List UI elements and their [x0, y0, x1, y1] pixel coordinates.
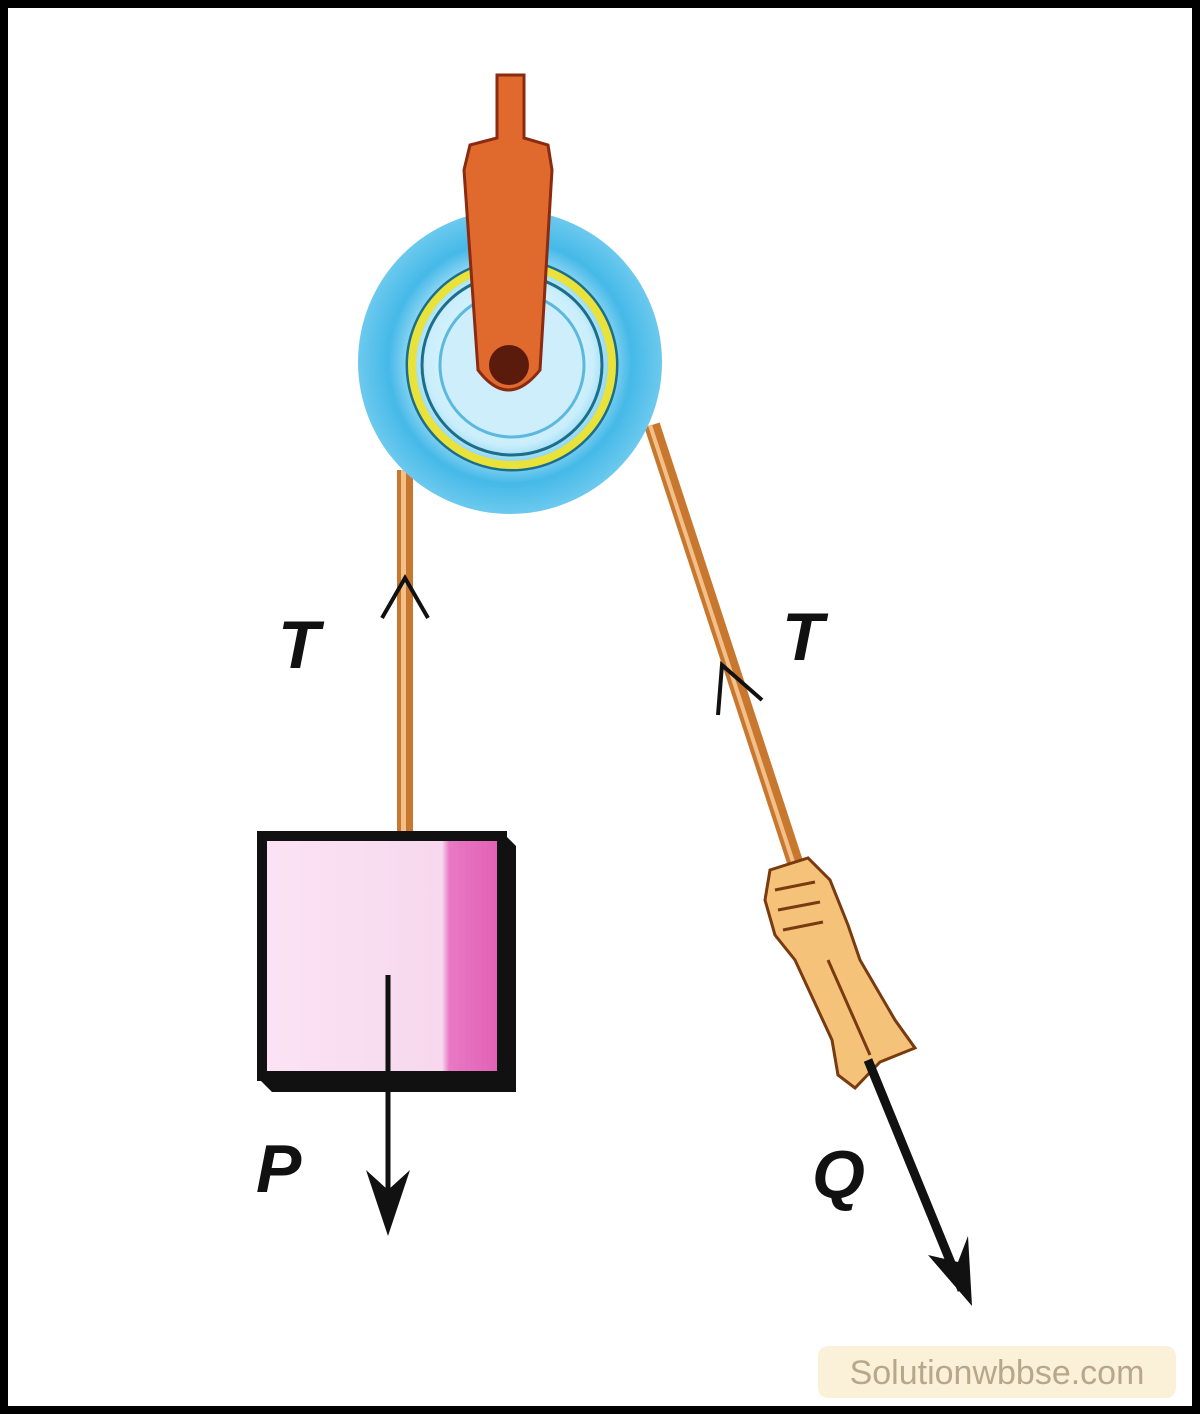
rope-right	[644, 422, 803, 865]
axle-icon	[489, 345, 529, 385]
tension-arrow-right	[716, 660, 764, 716]
label-load-p: P	[256, 1131, 302, 1207]
rope-left	[397, 470, 413, 835]
label-tension-left: T	[278, 607, 325, 683]
watermark-box	[818, 1346, 1176, 1398]
force-arrow-q	[863, 1058, 972, 1306]
label-effort-q: Q	[812, 1137, 865, 1213]
hand-pulling-rope	[763, 856, 918, 1091]
load-block	[257, 831, 516, 1092]
tension-arrow-left	[380, 573, 430, 619]
watermark-text: Solutionwbbse.com	[850, 1354, 1145, 1392]
label-tension-right: T	[782, 599, 829, 675]
pulley-bracket	[462, 73, 554, 392]
force-arrow-p	[366, 975, 410, 1236]
